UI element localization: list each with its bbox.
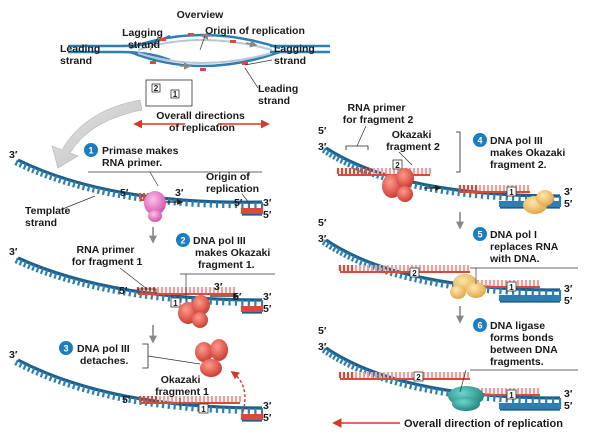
step-5-number: 5 xyxy=(477,230,482,240)
s5-fragment-1-box: 1 xyxy=(509,283,514,292)
s2-3prime-top: 3′ xyxy=(9,246,18,258)
okazaki-fragment1-label: Okazaki fragment 1 xyxy=(155,374,209,398)
s6-5prime-right: 5′ xyxy=(564,400,573,412)
s2-5prime: 5′ xyxy=(119,285,128,297)
s2-3prime-mid: 3′ xyxy=(214,281,223,293)
step-6-text: DNA ligase forms bonds between DNA fragm… xyxy=(490,320,560,368)
s2-fragment-1-box: 1 xyxy=(173,299,178,308)
bottom-strand-step2 xyxy=(240,306,264,314)
s6-fragment-1-box: 1 xyxy=(509,391,514,400)
s2-3prime-right: 3′ xyxy=(263,291,272,303)
s2-5prime-mid: 5′ xyxy=(233,291,242,303)
overview-title: Overview xyxy=(177,9,225,21)
template-strand-label: Template strand xyxy=(25,205,73,229)
bottom-strand-step3 xyxy=(240,414,264,422)
s5-fragment-2-box: 2 xyxy=(412,269,417,278)
s2-5prime-right: 5′ xyxy=(263,303,272,315)
s6-3prime-top: 3′ xyxy=(318,341,327,353)
s5-5prime-right: 5′ xyxy=(564,295,573,307)
step-2-panel: 3′ RNA primer for fragment 1 2 DNA pol I… xyxy=(9,233,275,328)
origin-of-replication-label: Origin of replication xyxy=(206,171,259,195)
lagging-strand-label-right: Lagging strand xyxy=(274,43,318,67)
step-6-circle xyxy=(473,318,487,332)
step-1-number: 1 xyxy=(88,146,93,156)
s1-5prime: 5′ xyxy=(120,187,129,199)
s1-5prime-right-top: 5′ xyxy=(234,197,243,209)
step-5-text: DNA pol I replaces RNA with DNA. xyxy=(489,229,561,265)
rna-primer-fragment2-label: RNA primer for fragment 2 xyxy=(343,102,414,126)
okazaki2-s6 xyxy=(338,372,470,380)
s3-3prime-right: 3′ xyxy=(263,400,272,412)
s5-3prime-right: 3′ xyxy=(564,283,573,295)
s1-3prime-right: 3′ xyxy=(263,197,272,209)
s4-5prime-top: 5′ xyxy=(318,125,327,137)
step-6-panel: 5′ 3′ 6 DNA ligase forms bonds between D… xyxy=(318,318,578,412)
okazaki2-s5 xyxy=(338,265,470,273)
s3-5prime-right: 5′ xyxy=(263,412,272,424)
s4-3prime-top: 3′ xyxy=(318,141,327,153)
rna-primer-fragment1-label: RNA primer for fragment 1 xyxy=(72,244,143,268)
detach-arrow xyxy=(230,371,246,413)
primase-enzyme xyxy=(144,191,166,215)
step-5-panel: 5′ 3′ 5 DNA pol I replaces RNA with DNA.… xyxy=(318,217,578,307)
okazaki1-s2 xyxy=(136,287,236,295)
dna-ligase-enzyme xyxy=(448,386,484,411)
step-3-number: 3 xyxy=(63,344,68,354)
step-2-number: 2 xyxy=(180,236,185,246)
dna-pol-i-enzyme-s4 xyxy=(523,190,554,214)
overall-directions-label: Overall directions of replication xyxy=(156,110,248,134)
s1-3prime-mid: 3′ xyxy=(175,187,184,199)
zoom-curved-arrow xyxy=(51,99,143,169)
dna-pol-i-enzyme xyxy=(450,274,486,299)
step-2-text: DNA pol III makes Okazaki fragment 1. xyxy=(193,235,273,271)
s1-3prime-top: 3′ xyxy=(9,149,18,161)
step-3-panel: 3′ 3 DNA pol III detaches. Okazaki fragm… xyxy=(9,339,272,424)
leading-strand-label-right: Leading strand xyxy=(258,83,301,107)
okazaki1-s3 xyxy=(138,396,242,404)
s3-fragment-1-box: 1 xyxy=(201,405,206,414)
step-4-circle xyxy=(473,133,487,147)
leading-strand-label-left: Leading strand xyxy=(60,43,103,67)
step-5-circle xyxy=(473,227,487,241)
bottom-strand-step1 xyxy=(240,208,264,216)
s1-5prime-right: 5′ xyxy=(263,209,272,221)
s4-fragment-2-box: 2 xyxy=(395,161,400,170)
s6-5prime-top: 5′ xyxy=(318,325,327,337)
okazaki2-s4 xyxy=(336,168,432,176)
s6-fragment-2-box: 2 xyxy=(416,373,421,382)
s5-3prime-top: 3′ xyxy=(318,233,327,245)
okazaki-fragment2-label: Okazaki fragment 2 xyxy=(386,129,440,153)
s3-5prime: 5′ xyxy=(122,394,131,406)
step-3-text: DNA pol III detaches. xyxy=(77,343,133,367)
step-6-number: 6 xyxy=(477,321,482,331)
zoom-box xyxy=(145,79,193,107)
overview-box-1: 1 xyxy=(173,90,178,99)
step-4-number: 4 xyxy=(477,136,482,146)
dna-pol-iii-detached xyxy=(195,342,213,362)
step-3-circle xyxy=(59,341,73,355)
overview-panel: Overview 2 1 Lagging strand xyxy=(51,9,330,169)
step-2-circle xyxy=(176,233,190,247)
step-1-circle xyxy=(84,143,98,157)
overall-direction-label: Overall direction of replication xyxy=(404,418,563,430)
bottom-strand-step5 xyxy=(498,295,562,303)
strand-layer xyxy=(14,146,562,422)
bubble-bottom-strand xyxy=(129,50,281,68)
s6-3prime-right: 3′ xyxy=(564,388,573,400)
step-4-panel: RNA primer for fragment 2 5′ 3′ Okazaki … xyxy=(318,102,573,210)
bottom-strand-step6 xyxy=(498,403,562,411)
s4-fragment-1-box: 1 xyxy=(509,188,514,197)
step-1-text: Primase makes RNA primer. xyxy=(102,145,181,169)
s4-5prime-right: 5′ xyxy=(564,198,573,210)
s5-5prime-top: 5′ xyxy=(318,217,327,229)
overview-box-2: 2 xyxy=(154,84,159,93)
lagging-strand-label-left: Lagging strand xyxy=(122,27,166,51)
s4-3prime-right: 3′ xyxy=(564,186,573,198)
origin-label: Origin of replication xyxy=(205,25,305,37)
step-4-text: DNA pol III makes Okazaki fragment 2. xyxy=(490,135,568,171)
step-1-panel: 1 Primase makes RNA primer. 3′ 5′ 3′ 5′ … xyxy=(9,143,272,229)
template-strand-step3 xyxy=(14,358,264,414)
s3-3prime-top: 3′ xyxy=(9,349,18,361)
